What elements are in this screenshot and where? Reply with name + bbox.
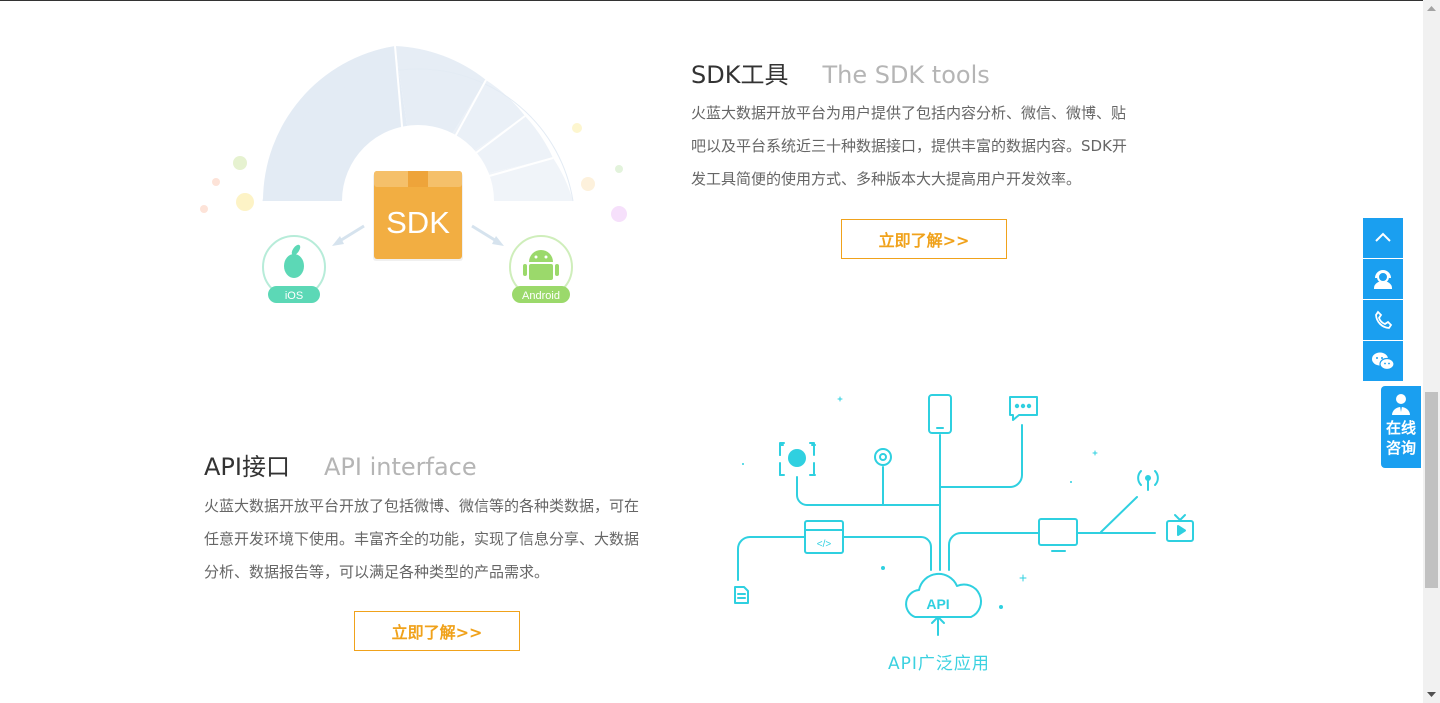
api-illustration: </> API (734, 394, 1194, 636)
customer-service-button[interactable] (1363, 259, 1403, 299)
code-label: </> (817, 539, 832, 550)
sdk-box-label: SDK (386, 205, 450, 240)
phone-button[interactable] (1363, 300, 1403, 340)
scroll-up-icon (1427, 5, 1436, 11)
online-consult-button[interactable]: 在线咨询 (1381, 386, 1421, 468)
sdk-description: 火蓝大数据开放平台为用户提供了包括内容分析、微信、微博、贴 吧以及平台系统近三十… (691, 97, 1171, 196)
scroll-thumb[interactable] (1425, 392, 1438, 588)
face-scan-icon (779, 442, 816, 476)
ios-label: iOS (285, 290, 303, 302)
document-icon (734, 586, 749, 604)
online-consult-label: 在线咨询 (1385, 419, 1416, 457)
headset-icon (1373, 270, 1393, 289)
radar-icon (874, 448, 892, 466)
api-desc-line: 任意开发环境下使用。丰富齐全的功能，实现了信息分享、大数据 (204, 530, 640, 548)
api-caption: API广泛应用 (888, 654, 990, 674)
sdk-desc-line: 火蓝大数据开放平台为用户提供了包括内容分析、微信、微博、贴 (691, 104, 1127, 122)
chat-icon (1009, 396, 1038, 421)
consultant-icon (1392, 394, 1410, 415)
floating-toolbar (1363, 218, 1403, 382)
sdk-desc-line: 吧以及平台系统近三十种数据接口，提供丰富的数据内容。SDK开 (691, 137, 1127, 155)
android-icon (523, 250, 559, 280)
sdk-desc-line: 发工具简便的使用方式、多种版本大大提高用户开发效率。 (691, 170, 1082, 188)
sdk-section-title: SDK工具 The SDK tools (691, 55, 990, 90)
monitor-icon (1038, 518, 1078, 552)
phone-icon (928, 394, 952, 434)
sdk-subtitle: The SDK tools (822, 61, 990, 89)
chevron-up-icon (1375, 232, 1391, 242)
api-description: 火蓝大数据开放平台开放了包括微博、微信等的各种类数据，可在 任意开发环境下使用。… (204, 490, 684, 589)
api-desc-line: 分析、数据报告等，可以满足各种类型的产品需求。 (204, 563, 550, 581)
sdk-learn-more-button[interactable]: 立即了解>> (841, 219, 1007, 259)
wechat-icon (1372, 352, 1395, 371)
wechat-button[interactable] (1363, 341, 1403, 381)
sdk-title: SDK工具 (691, 61, 789, 89)
api-desc-line: 火蓝大数据开放平台开放了包括微博、微信等的各种类数据，可在 (204, 497, 640, 515)
scroll-down-arrow[interactable] (1423, 686, 1440, 703)
scroll-down-icon (1427, 691, 1436, 697)
apple-icon (284, 244, 304, 278)
cloud-icon (905, 572, 982, 618)
android-label: Android (522, 290, 560, 302)
scroll-up-arrow[interactable] (1423, 0, 1440, 17)
top-border (0, 0, 1423, 1)
api-section-title: API接口 API interface (204, 447, 477, 482)
cloud-label: API (926, 596, 949, 612)
api-subtitle: API interface (323, 453, 477, 481)
antenna-icon (1137, 470, 1159, 491)
tv-icon (1166, 514, 1194, 542)
back-to-top-button[interactable] (1363, 218, 1403, 258)
sdk-illustration: SDK iOS Android (200, 45, 627, 303)
api-learn-more-button[interactable]: 立即了解>> (354, 611, 520, 651)
phone-icon (1375, 310, 1393, 329)
page-scrollbar[interactable] (1423, 0, 1440, 703)
api-title: API接口 (204, 453, 290, 481)
